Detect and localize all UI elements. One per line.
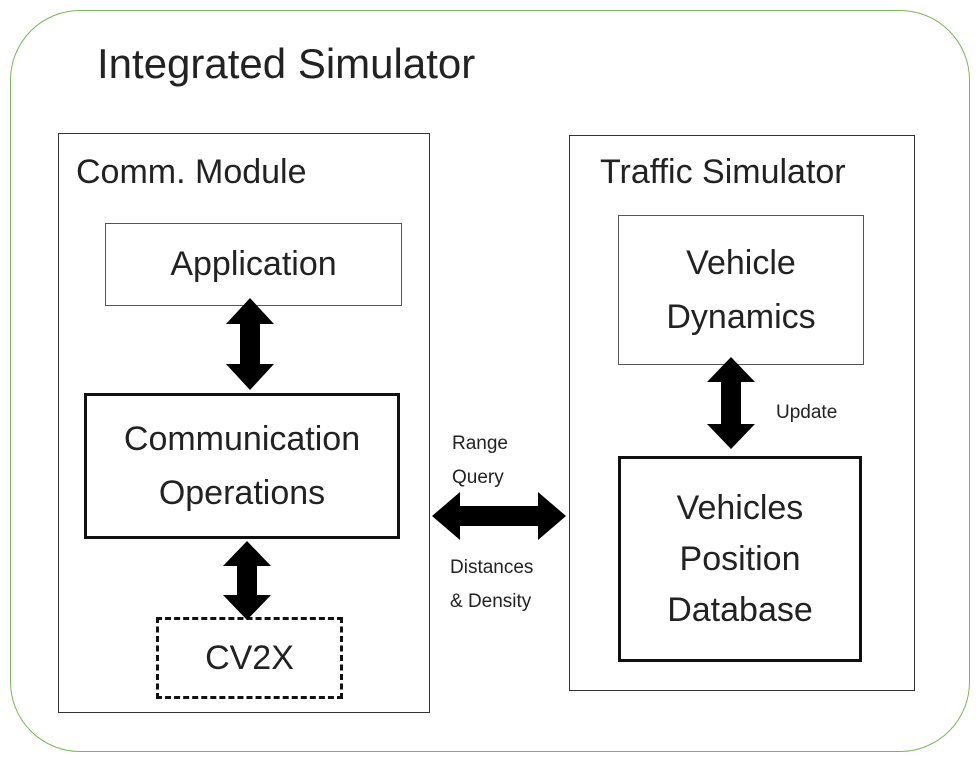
distances-label: Distances — [450, 557, 534, 578]
vehicles-position-database-box: Vehicles Position Database — [618, 456, 862, 662]
density-label: & Density — [450, 591, 532, 612]
cv2x-box: CV2X — [156, 617, 343, 699]
comm-module-title: Comm. Module — [76, 153, 307, 191]
application-label: Application — [170, 245, 337, 283]
update-label: Update — [776, 402, 838, 423]
comm-cv2x-double-arrow — [223, 541, 271, 620]
communication-operations-line-2: Operations — [158, 474, 326, 512]
vehicle-dynamics-line-2: Dynamics — [666, 298, 816, 336]
vehicles-db-line-3: Database — [667, 590, 813, 629]
vehicle-dynamics-line-1: Vehicle — [686, 244, 796, 282]
communication-operations-line-1: Communication — [123, 420, 361, 458]
vehicles-db-line-2: Position — [679, 539, 801, 578]
traffic-simulator-title: Traffic Simulator — [600, 153, 846, 191]
vehicle-dynamics-box: Vehicle Dynamics — [618, 215, 864, 365]
cv2x-label: CV2X — [205, 638, 294, 677]
range-label: Range — [452, 433, 508, 454]
diagram-title: Integrated Simulator — [97, 40, 476, 87]
app-comm-double-arrow — [226, 298, 274, 390]
communication-operations-box: Communication Operations — [84, 393, 400, 539]
integrated-simulator-frame — [10, 10, 970, 752]
range-query-double-arrow — [432, 492, 566, 540]
query-label: Query — [452, 467, 504, 488]
dynamics-db-double-arrow — [707, 357, 755, 449]
vehicles-db-line-1: Vehicles — [676, 488, 804, 527]
